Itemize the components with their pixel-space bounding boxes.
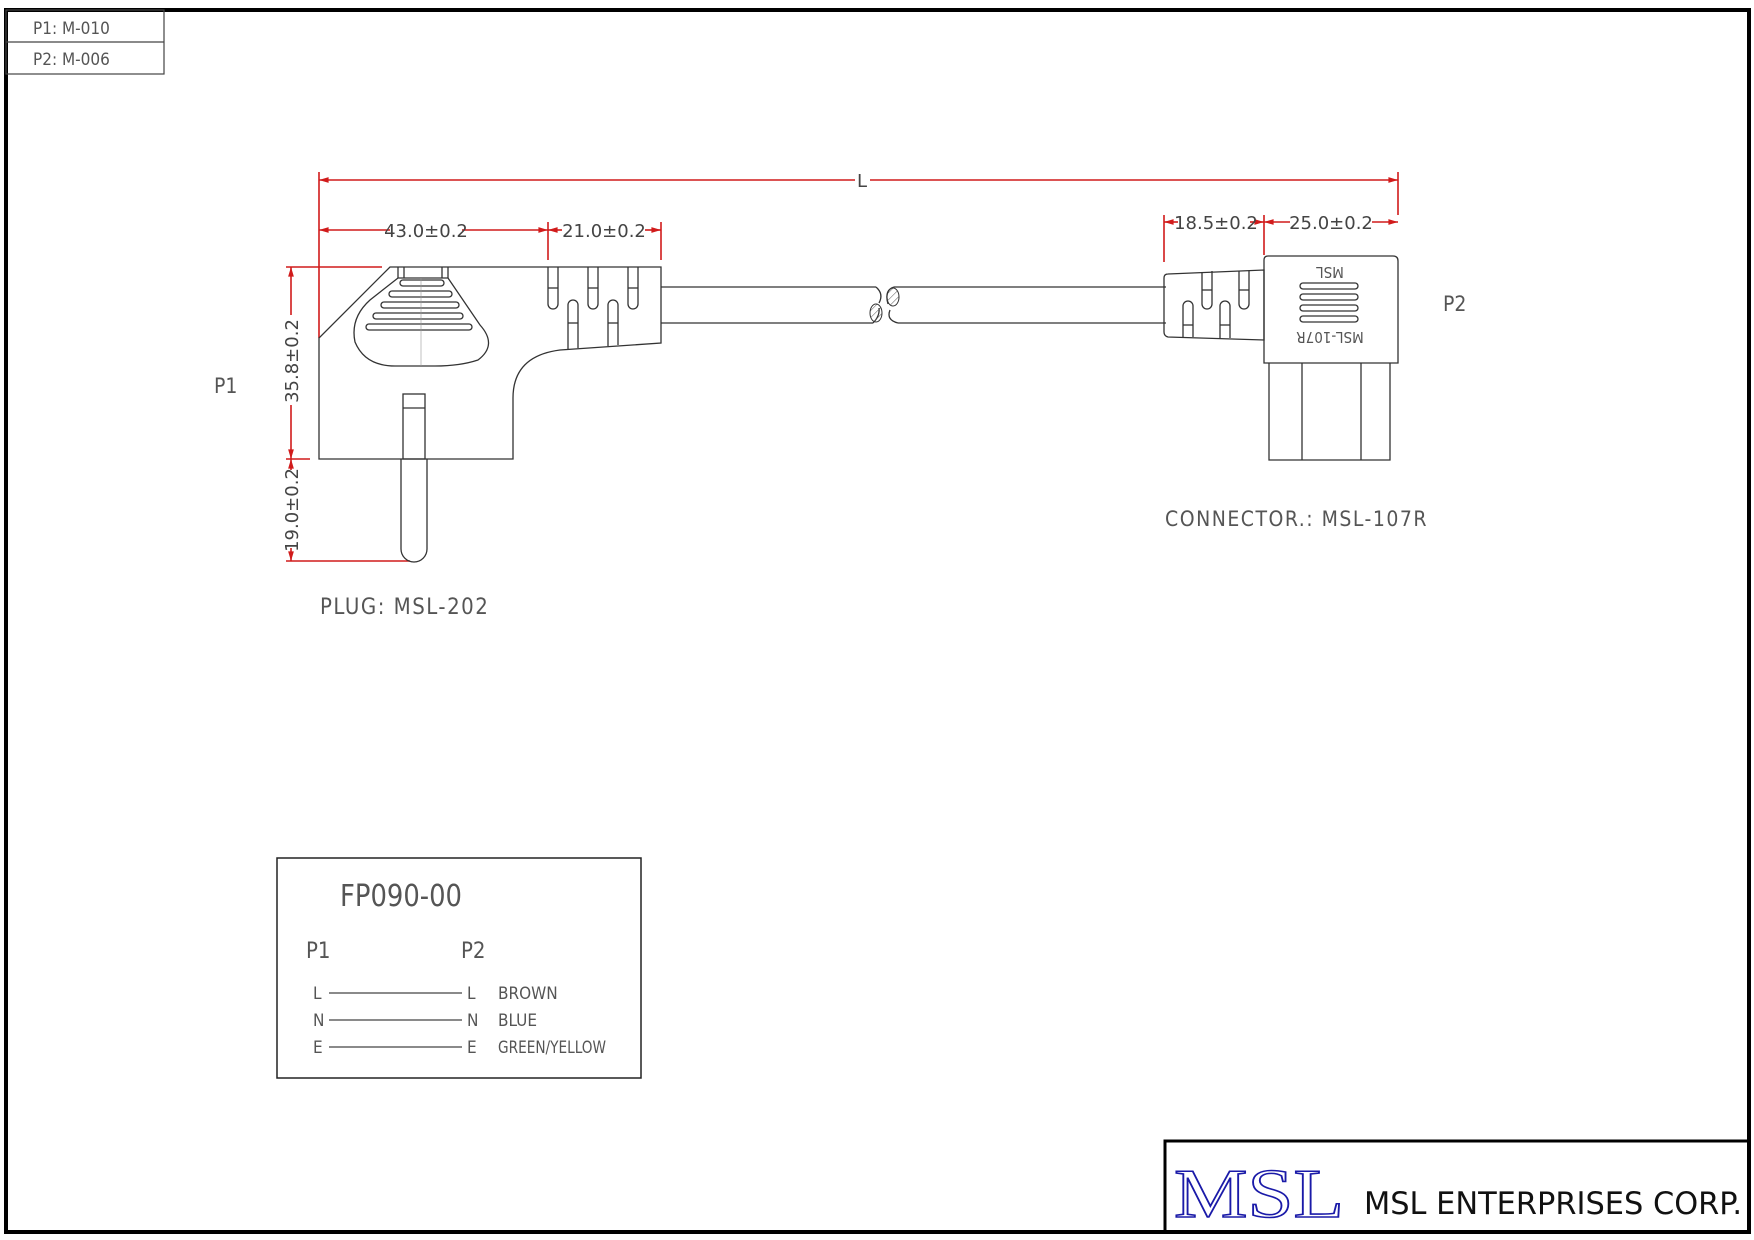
dimension-plug-strain-relief: 21.0±0.2 (547, 221, 662, 260)
reference-table: P1: M-010 P2: M-006 (5, 9, 165, 75)
wiring-color: BLUE (498, 1011, 537, 1031)
plug-p1-drawing (318, 266, 662, 563)
connector-p2-drawing: MSL MSL-107R (1163, 255, 1399, 461)
wiring-row-e: E E GREEN/YELLOW (313, 1038, 606, 1058)
dimension-label-19: 19.0±0.2 (282, 468, 303, 552)
reference-p1: P1: M-010 (33, 19, 110, 39)
dimension-label-l: L (857, 171, 867, 192)
dimension-connector-strain-relief: 18.5±0.2 (1163, 213, 1265, 262)
wiring-p1-pin: E (313, 1038, 323, 1058)
sheet-border (4, 8, 1751, 1234)
wiring-p2-pin: E (467, 1038, 477, 1058)
reference-p2: P2: M-006 (33, 50, 110, 70)
dimension-label-43: 43.0±0.2 (384, 221, 468, 242)
dimension-label-18-5: 18.5±0.2 (1174, 213, 1258, 234)
cable-drawing (661, 286, 1166, 324)
title-block: MSL MSL ENTERPRISES CORP. (1163, 1139, 1751, 1234)
company-name: MSL ENTERPRISES CORP. (1364, 1186, 1742, 1222)
dimension-pin-length: 19.0±0.2 (282, 459, 410, 562)
wiring-table: FP090-00 P1 P2 L L BROWN N N BLUE E E GR… (276, 857, 642, 1079)
plug-label-p1: P1 (214, 374, 237, 398)
wiring-p1-pin: N (313, 1011, 324, 1031)
connector-caption: CONNECTOR.: MSL-107R (1165, 507, 1428, 531)
wiring-p1-pin: L (313, 984, 322, 1004)
wiring-header-p1: P1 (306, 939, 331, 964)
wiring-row-n: N N BLUE (313, 1011, 537, 1031)
dimension-label-35-8: 35.8±0.2 (282, 319, 303, 403)
dimension-label-25: 25.0±0.2 (1289, 213, 1373, 234)
dimension-plug-height: 35.8±0.2 (282, 266, 382, 460)
wiring-p2-pin: L (467, 984, 476, 1004)
wiring-part-number: FP090-00 (340, 879, 462, 914)
dimension-connector-body-width: 25.0±0.2 (1264, 213, 1398, 234)
connector-emboss-top: MSL (1316, 263, 1344, 281)
dimension-overall-length: L (318, 171, 1399, 338)
wiring-color: BROWN (498, 984, 558, 1004)
wiring-color: GREEN/YELLOW (498, 1038, 606, 1058)
wiring-header-p2: P2 (461, 939, 486, 964)
wiring-p2-pin: N (467, 1011, 478, 1031)
msl-logo: MSL (1174, 1156, 1344, 1233)
wiring-row-l: L L BROWN (313, 984, 558, 1004)
dimension-plug-body-width: 43.0±0.2 (319, 221, 549, 242)
plug-caption: PLUG: MSL-202 (320, 595, 489, 620)
dimension-label-21: 21.0±0.2 (562, 221, 646, 242)
connector-label-p2: P2 (1443, 292, 1466, 316)
connector-emboss-bottom: MSL-107R (1296, 328, 1363, 346)
